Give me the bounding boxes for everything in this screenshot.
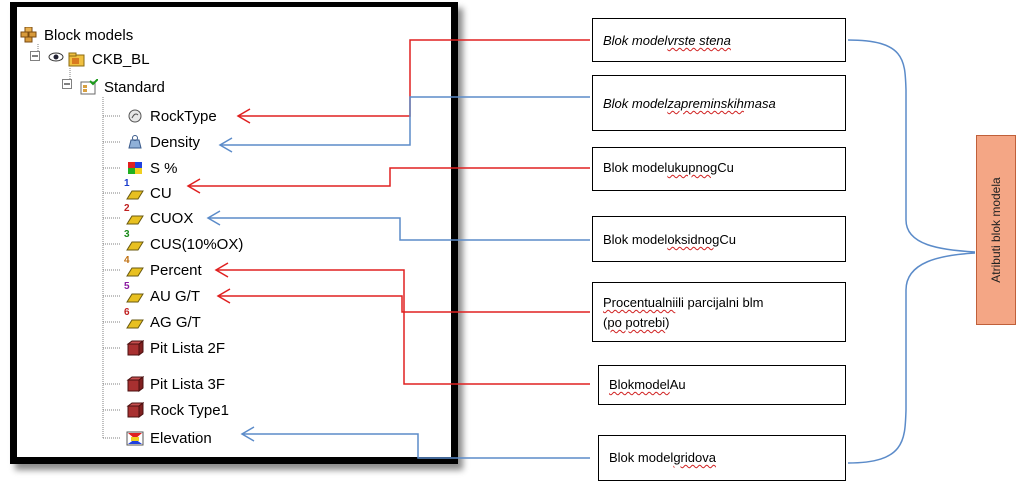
tree-item-s-percent[interactable]: S % [126, 157, 178, 179]
callout-text-underlined: ukupnog [667, 160, 718, 175]
tree-item-cu[interactable]: 1 CU [124, 178, 172, 204]
attributes-side-label: Atributi blok modela [989, 177, 1003, 283]
callout-text-underlined: po potrebi [607, 315, 666, 330]
block-cube-icon [126, 340, 144, 356]
tree-node-label: Standard [104, 78, 165, 96]
tree-item-pit-lista-2f[interactable]: Pit Lista 2F [126, 337, 225, 359]
block-cube-icon [126, 402, 144, 418]
tree-item-label: Pit Lista 3F [150, 375, 226, 393]
block-cube-icon [126, 376, 144, 392]
block-models-icon [20, 27, 38, 43]
tree-node-ckb-bl[interactable]: CKB_BL [30, 48, 150, 70]
callout-text-post: ) [665, 315, 670, 330]
tree-item-pit-lista-3f[interactable]: Pit Lista 3F [126, 373, 225, 395]
callout-elevation: Blok model gridova [598, 435, 846, 481]
attributes-side-label-box: Atributi blok modela [976, 135, 1016, 325]
callout-text-pre: Blok model [603, 96, 668, 111]
tree-item-label: AU G/T [150, 287, 201, 305]
tree-root-label: Block models [44, 26, 134, 44]
callout-line-2: (po potrebi) [603, 313, 835, 333]
tree-item-rocktype[interactable]: RockType [126, 105, 217, 127]
tree-item-label: Rock Type1 [150, 401, 229, 419]
grade-index: 2 [124, 203, 130, 214]
tree-item-cuox[interactable]: 2 CUOX [124, 203, 194, 229]
tree-node-standard[interactable]: Standard [62, 76, 165, 98]
callout-text-underlined: vrste stena [667, 33, 731, 48]
grid-color-icon [126, 160, 144, 176]
tree-item-label: RockType [150, 107, 217, 125]
callout-density: Blok model zapreminskih masa [592, 75, 846, 131]
tree-item-density[interactable]: Density [126, 131, 200, 153]
grade-icon: 2 [124, 203, 144, 226]
expand-toggle-icon[interactable] [62, 79, 74, 95]
grade-index: 6 [124, 307, 130, 318]
tree-item-label: CU [150, 184, 172, 202]
callout-text-pre: Blok model [603, 232, 668, 247]
callout-text-underlined: Procentualni [603, 295, 676, 310]
grade-index: 4 [124, 255, 130, 266]
tree-item-ag[interactable]: 6 AG G/T [124, 307, 201, 333]
grade-icon: 6 [124, 307, 144, 330]
callout-text-post: Cu [719, 232, 736, 247]
tree-item-label: AG G/T [150, 313, 201, 331]
grade-index: 1 [124, 178, 130, 189]
tree-item-label: CUOX [150, 209, 194, 227]
grade-icon: 3 [124, 229, 144, 252]
tree-item-label: Density [150, 133, 201, 151]
standard-group-icon [80, 79, 98, 95]
callout-text-underlined: gridova [673, 450, 716, 465]
callout-text-post: ili parcijalni blm [675, 295, 764, 310]
grade-icon: 4 [124, 255, 144, 278]
tree-node-label: CKB_BL [92, 50, 150, 68]
tree-item-percent[interactable]: 4 Percent [124, 255, 202, 281]
callout-text-post: Cu [717, 160, 734, 175]
callout-text-post: Au [669, 377, 686, 392]
tree-item-label: Percent [150, 261, 202, 279]
upper-brace [847, 39, 976, 253]
eye-icon[interactable] [48, 51, 64, 67]
callout-au: Blokmodel Au [598, 365, 846, 405]
tree-item-au[interactable]: 5 AU G/T [124, 281, 201, 307]
tree-item-label: Elevation [150, 429, 212, 447]
callout-rocktype: Blok model vrste stena [592, 18, 846, 62]
callout-text-underlined: oksidnog [667, 232, 720, 247]
callout-text-underlined: zapreminskih [667, 96, 744, 111]
tree-item-elevation[interactable]: Elevation [126, 427, 212, 449]
callout-text-pre: Blok model [603, 33, 668, 48]
grade-icon: 1 [124, 178, 144, 201]
grade-icon: 5 [124, 281, 144, 304]
callout-text-underlined: Blokmodel [609, 377, 670, 392]
lower-brace [847, 252, 976, 464]
callout-percent: Procentualni ili parcijalni blm (po potr… [592, 282, 846, 342]
callout-text-pre: Blok model [609, 450, 674, 465]
callout-cu: Blok model ukupnog Cu [592, 147, 846, 191]
callout-cuox: Blok model oksidnog Cu [592, 216, 846, 262]
grade-index: 3 [124, 229, 130, 240]
tree-item-label: Pit Lista 2F [150, 339, 226, 357]
tree-item-cus[interactable]: 3 CUS(10%OX) [124, 229, 244, 255]
expand-toggle-icon[interactable] [30, 51, 42, 67]
folder-eye-icon [68, 51, 86, 67]
tree-root-block-models[interactable]: Block models [20, 24, 133, 46]
elevation-icon [126, 430, 144, 446]
tree-item-label: CUS(10%OX) [150, 235, 244, 253]
grade-index: 5 [124, 281, 130, 292]
callout-text-pre: ( [603, 315, 608, 330]
callout-line-1: Procentualni ili parcijalni blm [603, 293, 835, 313]
tree-item-rock-type1[interactable]: Rock Type1 [126, 399, 229, 421]
density-icon [126, 134, 144, 150]
rocktype-icon [126, 108, 144, 124]
tree-item-label: S % [150, 159, 178, 177]
callout-text-pre: Blok model [603, 160, 668, 175]
callout-text-post: masa [743, 96, 776, 111]
